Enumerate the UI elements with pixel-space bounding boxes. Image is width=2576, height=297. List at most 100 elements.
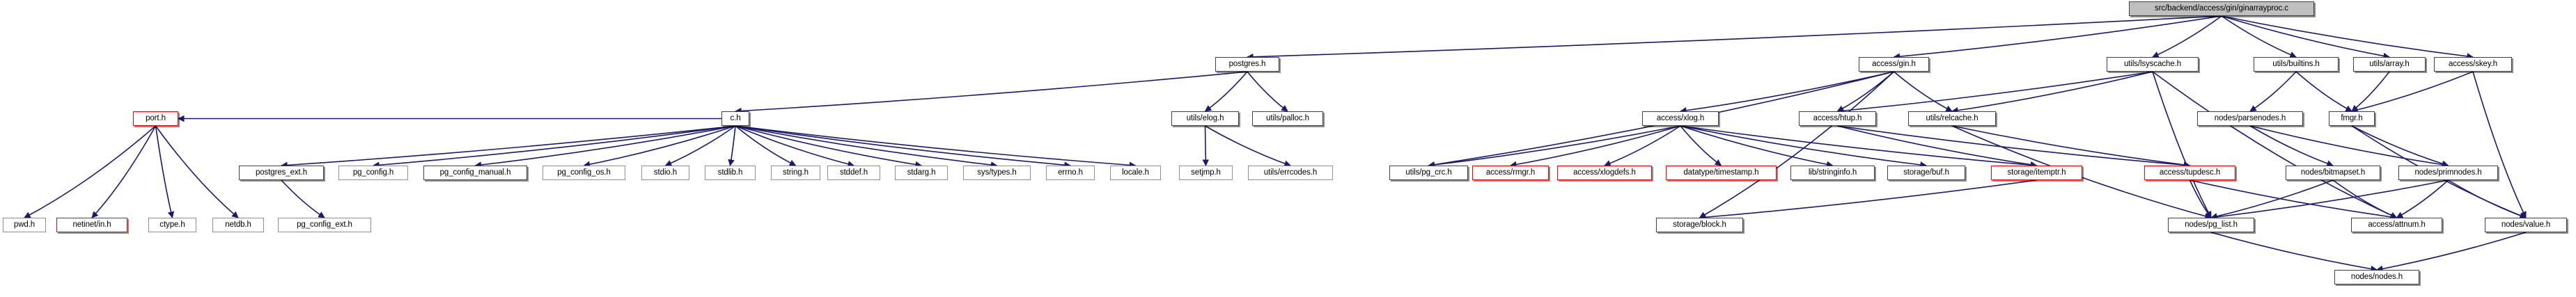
graph-node-stdio-h[interactable]: stdio.h (641, 166, 689, 180)
graph-node-access-htup-h[interactable]: access/htup.h (1799, 111, 1876, 126)
graph-node-utils-palloc-h[interactable]: utils/palloc.h (1252, 111, 1323, 126)
graph-node-label: storage/itemptr.h (2007, 168, 2066, 177)
graph-node-port-h[interactable]: port.h (133, 111, 178, 126)
graph-edge (1680, 125, 1722, 166)
graph-node-ctype-h[interactable]: ctype.h (148, 218, 196, 232)
graph-edge (1699, 71, 1895, 218)
graph-edge (373, 125, 736, 169)
graph-node-label: sys/types.h (977, 168, 1017, 177)
graph-node-storage-buf-h[interactable]: storage/buf.h (1887, 166, 1965, 180)
graph-edge (2210, 179, 2449, 220)
graph-node-locale-h[interactable]: locale.h (1110, 166, 1161, 180)
graph-node-label: pg_config_manual.h (439, 168, 511, 177)
graph-node-utils-lsyscache-h[interactable]: utils/lsyscache.h (2107, 57, 2199, 72)
graph-edge (2221, 15, 2297, 58)
graph-node-nodes-primnodes-h[interactable]: nodes/primnodes.h (2398, 166, 2498, 180)
graph-edge (2210, 232, 2378, 273)
graph-node-label: datatype/timestamp.h (1683, 168, 1759, 177)
graph-node-pg-config-h[interactable]: pg_config.h (338, 166, 408, 180)
graph-edge (1893, 15, 2222, 60)
graph-edge (1428, 125, 1681, 168)
graph-node-stddef-h[interactable]: stddef.h (827, 166, 880, 180)
graph-node-access-xlogdefs-h[interactable]: access/xlogdefs.h (1557, 166, 1652, 180)
graph-node-utils-errcodes-h[interactable]: utils/errcodes.h (1248, 166, 1333, 180)
graph-node-access-xlog-h[interactable]: access/xlog.h (1642, 111, 1719, 126)
graph-node-label: utils/pg_crc.h (1405, 168, 1452, 177)
graph-node-label: nodes/primnodes.h (2414, 168, 2482, 177)
graph-edge (2351, 71, 2474, 113)
graph-edge (728, 125, 736, 166)
graph-edge (2351, 71, 2390, 112)
graph-node-access-attnum-h[interactable]: access/attnum.h (2351, 218, 2442, 232)
graph-node-utils-relcache-h[interactable]: utils/relcache.h (1908, 111, 1996, 126)
graph-node-pg-config-ext-h[interactable]: pg_config_ext.h (278, 218, 371, 232)
graph-node-nodes-bitmapset-h[interactable]: nodes/bitmapset.h (2286, 166, 2380, 180)
graph-edge (1604, 125, 1681, 167)
graph-node-pg-config-manual-h[interactable]: pg_config_manual.h (423, 166, 527, 180)
graph-node-netdb-h[interactable]: netdb.h (212, 218, 264, 232)
graph-edge (474, 125, 736, 168)
graph-node-nodes-pg-list-h[interactable]: nodes/pg_list.h (2168, 218, 2254, 232)
graph-node-label: nodes/pg_list.h (2185, 220, 2238, 229)
graph-node-label: postgres.h (1228, 59, 1266, 68)
graph-node-nodes-parsenodes-h[interactable]: nodes/parsenodes.h (2197, 111, 2303, 126)
graph-node-label: utils/elog.h (1186, 113, 1224, 122)
graph-node-utils-array-h[interactable]: utils/array.h (2353, 57, 2426, 72)
graph-node-netinet-in-h[interactable]: netinet/in.h (56, 218, 127, 232)
graph-node-storage-block-h[interactable]: storage/block.h (1656, 218, 1743, 232)
graph-edge (1202, 125, 1210, 166)
graph-node-utils-pg-crc-h[interactable]: utils/pg_crc.h (1389, 166, 1468, 180)
graph-edge (735, 125, 854, 168)
graph-node-nodes-value-h[interactable]: nodes/value.h (2485, 218, 2567, 232)
graph-node-root[interactable]: src/backend/access/gin/ginarrayproc.c (2129, 1, 2314, 16)
graph-node-access-rmgr-h[interactable]: access/rmgr.h (1472, 166, 1549, 180)
graph-node-pg-config-os-h[interactable]: pg_config_os.h (542, 166, 625, 180)
graph-node-label: lib/stringinfo.h (1808, 168, 1857, 177)
graph-node-label: access/rmgr.h (1485, 168, 1536, 177)
graph-edge (155, 125, 175, 218)
graph-node-label: utils/palloc.h (1266, 113, 1309, 122)
graph-node-label: utils/builtins.h (2272, 59, 2320, 68)
graph-node-stdarg-h[interactable]: stdarg.h (895, 166, 948, 180)
graph-edge (2152, 71, 2212, 218)
graph-node-access-gin-h[interactable]: access/gin.h (1859, 57, 1929, 72)
graph-node-label: netdb.h (225, 220, 251, 229)
graph-node-errno-h[interactable]: errno.h (1046, 166, 1095, 180)
graph-node-postgres-h[interactable]: postgres.h (1215, 57, 1279, 72)
graph-node-string-h[interactable]: string.h (771, 166, 820, 180)
graph-node-access-tupdesc-h[interactable]: access/tupdesc.h (2144, 166, 2235, 180)
graph-edge (2221, 15, 2474, 60)
graph-node-label: utils/relcache.h (1926, 113, 1978, 122)
graph-edge (583, 125, 736, 168)
graph-node-setjmp-h[interactable]: setjmp.h (1179, 166, 1233, 180)
graph-node-utils-elog-h[interactable]: utils/elog.h (1171, 111, 1239, 126)
graph-node-sys-types-h[interactable]: sys/types.h (963, 166, 1031, 180)
graph-edge (735, 71, 1248, 115)
graph-node-lib-stringinfo-h[interactable]: lib/stringinfo.h (1790, 166, 1875, 180)
graph-edge (1836, 71, 2153, 114)
graph-node-pwd-h[interactable]: pwd.h (3, 218, 46, 232)
graph-node-fmgr-h[interactable]: fmgr.h (2329, 111, 2375, 126)
graph-node-postgres-ext-h[interactable]: postgres_ext.h (239, 166, 324, 180)
graph-node-label: netinet/in.h (72, 220, 111, 229)
graph-node-stdlib-h[interactable]: stdlib.h (705, 166, 756, 180)
graph-node-storage-itemptr-h[interactable]: storage/itemptr.h (1991, 166, 2082, 180)
graph-node-utils-builtins-h[interactable]: utils/builtins.h (2254, 57, 2339, 72)
graph-edge (1837, 125, 2191, 169)
graph-node-label: port.h (146, 113, 166, 122)
graph-node-c-h[interactable]: c.h (721, 111, 749, 126)
graph-edge (2396, 179, 2449, 218)
graph-node-access-skey-h[interactable]: access/skey.h (2434, 57, 2512, 72)
graph-edge (2249, 71, 2297, 112)
graph-edge (1836, 71, 1895, 112)
graph-node-label: nodes/parsenodes.h (2214, 113, 2286, 122)
graph-node-datatype-timestamp-h[interactable]: datatype/timestamp.h (1666, 166, 1777, 180)
graph-node-label: access/tupdesc.h (2159, 168, 2221, 177)
graph-node-nodes-nodes-h[interactable]: nodes/nodes.h (2334, 270, 2419, 284)
graph-node-label: ctype.h (159, 220, 185, 229)
graph-edge (1510, 125, 1681, 168)
graph-node-label: pwd.h (13, 220, 36, 229)
graph-node-label: locale.h (1122, 168, 1149, 177)
graph-edge (735, 125, 998, 168)
graph-edge (2295, 71, 2352, 112)
